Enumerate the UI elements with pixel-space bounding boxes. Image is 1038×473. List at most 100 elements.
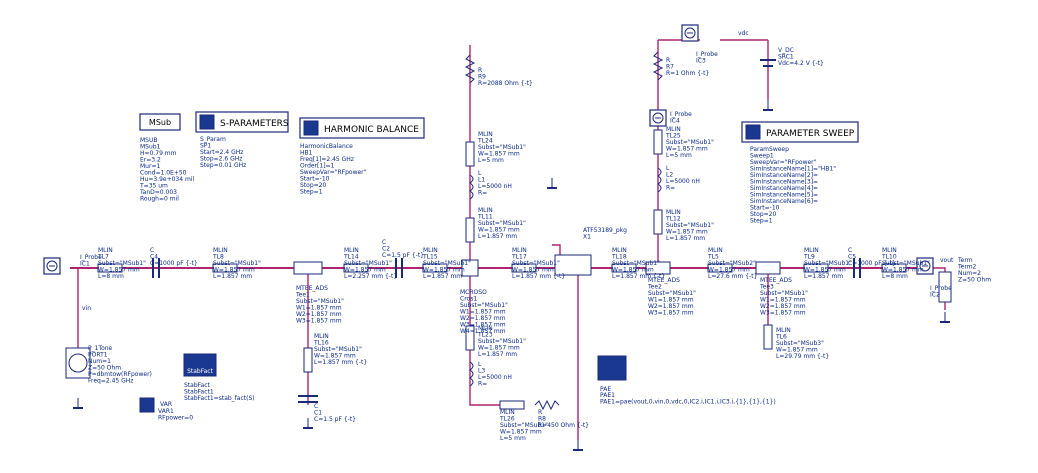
label-line: Subst="MSub1" [460,302,508,309]
label-line: W=1.857 mm [776,347,818,354]
tl8-body [212,263,238,273]
label-line: W=1.857 mm [478,345,520,352]
label-line: W3=1.857 mm [460,322,506,329]
label-line: W2=1.857 mm [648,303,694,310]
label-line: R= [478,190,487,197]
label-line: IC1 [80,261,90,268]
label-line: MLIN [666,209,681,216]
label-line: L=5 mm [478,157,504,164]
label-line: HarmonicBalance [300,143,353,150]
label-line: W=1.857 mm [478,151,520,158]
stabfact-title: StabFact [187,368,214,375]
label-line: Freq[1]=2.45 GHz [300,156,354,163]
label-line: Subst="MSub1" [500,422,548,429]
label-line: MTEE_ADS [648,277,680,284]
label-line: MLIN [478,131,493,138]
label-line: W=1.857 mm [344,267,386,274]
tl23-body [465,325,475,351]
tl25-body [653,129,663,155]
label-line: W3=1.857 mm [648,310,694,317]
label-line: W1=1.857 mm [648,297,694,304]
label-line: Start=-10 [300,176,330,183]
hb-title: HARMONIC BALANCE [324,125,419,135]
label-line: SweepVar="RFpower" [750,159,817,166]
label-line: Subst="MSub2" [708,260,756,267]
label-line: W2=1.857 mm [296,311,342,318]
label-line: R [478,67,482,74]
label-line: W=1.857 mm [666,229,708,236]
label-line: R8 [538,416,546,423]
label-line: SweepVar="RFpower" [300,169,367,176]
label-line: TL17 [511,254,527,261]
label-line: TL15 [422,254,438,261]
label-line: SimInstanceName[4]= [750,185,818,192]
label-line: R9 [478,74,486,81]
msub-title: MSub [149,118,171,127]
label-line: TL10 [881,254,897,261]
label-line: StabFact1 [184,389,214,396]
label-line: L [478,170,482,177]
label-line: SimInstanceName[1]="HB1" [750,166,836,173]
l3-body [469,361,474,387]
sweep-lines-label: ParamSweepSweep1SweepVar="RFpower"SimIns… [750,146,836,225]
label-line: L=1.857 mm [804,273,843,280]
label-line: Subst="MSub1" [213,260,261,267]
label-line: W2=1.857 mm [760,303,806,310]
label-line: TL7 [97,254,109,261]
label-line: L=1.857 mm [666,235,705,242]
r9-body [464,54,476,84]
label-line: SimInstanceName[5]= [750,192,818,199]
tl7-body [97,263,123,273]
label-line: Stop=20 [750,211,776,218]
l1-body [469,174,474,200]
label-line: R= [478,381,487,388]
r8-body [534,399,560,411]
label-line: MLIN [213,247,228,254]
label-line: W=1.857 mm [708,267,750,274]
label-line: Sweep1 [750,153,774,160]
label-line: MLIN [478,207,493,214]
label-line: C=1.5 pF {-t} [382,252,424,259]
label-line: R [666,57,670,64]
sparams-title: S-PARAMETERS [220,119,289,129]
label-line: L=5 mm [500,435,526,442]
label-line: Term [957,257,973,264]
label-line: I_Probe [930,285,952,292]
label-line: W4=1.857 mm [460,328,506,335]
label-line: L [478,361,482,368]
label-line: TL9 [803,254,815,261]
label-line: W1=1.857 mm [460,309,506,316]
tee3-body [755,261,781,275]
label-line: Start=-10 [750,205,780,212]
tl17-body [511,263,537,273]
label-line: Tee3 [759,284,774,291]
label-line: MLIN [708,247,723,254]
label-line: Step=0.01 GHz [200,162,246,169]
label-line: MCROSO [460,289,487,296]
label-line: ATF53189_pkg [583,227,627,234]
label-line: PAE1 [600,392,615,399]
label-line: Z=50 Ohm [958,277,991,284]
